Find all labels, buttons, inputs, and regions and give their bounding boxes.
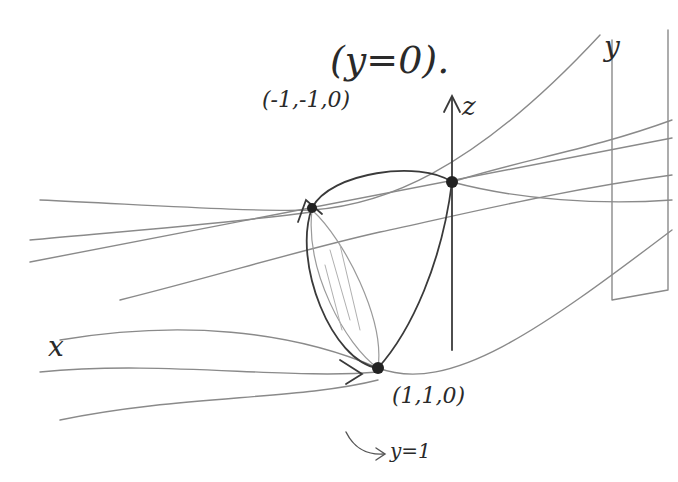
surface-line (452, 120, 672, 182)
shading (325, 245, 360, 330)
curve-loop (307, 171, 452, 368)
pointer-arrow (346, 432, 384, 454)
surface-line (40, 35, 600, 210)
plane-label: y=1 (390, 440, 431, 462)
axis-label: y (604, 32, 620, 63)
tube-end (612, 30, 668, 300)
surface-line (40, 368, 378, 374)
arrow-head (444, 96, 460, 112)
arrow-head (376, 448, 385, 460)
arrow-head (340, 360, 362, 384)
axis-label: z (462, 92, 476, 121)
surface-line (452, 182, 672, 202)
point-dot (307, 203, 317, 213)
axis-line (30, 138, 672, 262)
inner-ellipse (311, 210, 379, 368)
axis-label: x (48, 332, 64, 363)
surface-line (120, 175, 672, 300)
point-dot (446, 176, 458, 188)
surface-line (60, 380, 378, 420)
point-dot (372, 362, 384, 374)
point-label: (1,1,0) (392, 384, 465, 408)
surface-line (30, 212, 312, 240)
surface-line (60, 230, 672, 374)
z-axis (451, 98, 453, 350)
arrow-head (298, 200, 322, 222)
point-label: (-1,-1,0) (262, 88, 350, 112)
equation-note: (y=0). (330, 40, 449, 82)
